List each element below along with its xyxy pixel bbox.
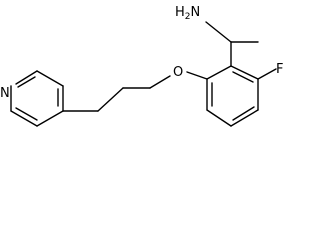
benzene-ring: [206, 65, 259, 127]
bond: [36, 110, 64, 127]
bond: [36, 70, 64, 87]
amine-subscript: 2: [185, 12, 191, 22]
amine-n: N: [191, 5, 201, 20]
double-bond-inner: [232, 71, 254, 83]
pyridine-ring: [10, 70, 64, 127]
molecule-diagram: H2N O F N: [0, 5, 283, 127]
bond: [149, 75, 171, 89]
bond: [205, 21, 232, 43]
bond: [257, 68, 277, 80]
amine-label: H2N: [175, 5, 200, 22]
propyl-chain: [62, 71, 208, 112]
pyridine-nitrogen-label: N: [0, 86, 10, 101]
bond: [230, 109, 259, 127]
bond: [186, 71, 208, 80]
substituents: [205, 21, 277, 80]
ether-oxygen-label: O: [173, 65, 183, 80]
double-bond-inner: [232, 106, 255, 121]
bond: [230, 65, 259, 80]
double-bond-inner: [17, 76, 36, 88]
bond: [15, 70, 38, 85]
bond: [206, 109, 232, 127]
double-bond-inner: [15, 107, 38, 121]
amine-h: H: [175, 5, 185, 20]
bond: [97, 87, 124, 112]
bond: [10, 110, 38, 127]
bond: [206, 65, 232, 80]
fluorine-label: F: [276, 62, 283, 77]
